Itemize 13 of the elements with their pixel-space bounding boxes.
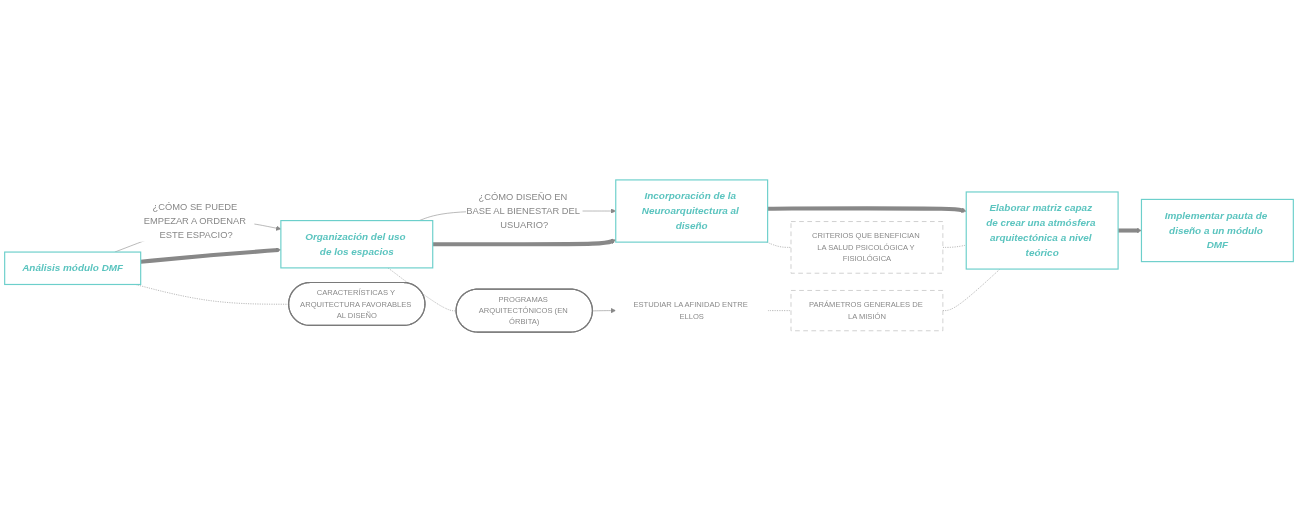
- connector: [942, 268, 1001, 311]
- arrow: [432, 238, 616, 247]
- node-box: Implementar pauta de diseño a un módulo DMF: [1140, 198, 1294, 263]
- connector: [942, 244, 967, 248]
- edge-label: ¿CÓMO DISEÑO EN BASE AL BIENESTAR DEL USUARIO?: [466, 191, 580, 230]
- node-box: Incorporación de la Neuroarquitectura al diseño: [615, 179, 769, 243]
- arrow: [767, 206, 967, 213]
- node-box: Organización del uso de los espacios: [280, 220, 434, 269]
- edge-label: ¿CÓMO SE PUEDE EMPEZAR A ORDENAR ESTE ESPACIO?: [143, 201, 246, 240]
- node-box: Elaborar matriz capaz de crear una atmósfera arquitectónica a nivel teórico: [965, 191, 1119, 270]
- arrow: [1118, 227, 1142, 234]
- node-box: Análisis módulo DMF: [4, 251, 142, 286]
- connector: [767, 310, 792, 311]
